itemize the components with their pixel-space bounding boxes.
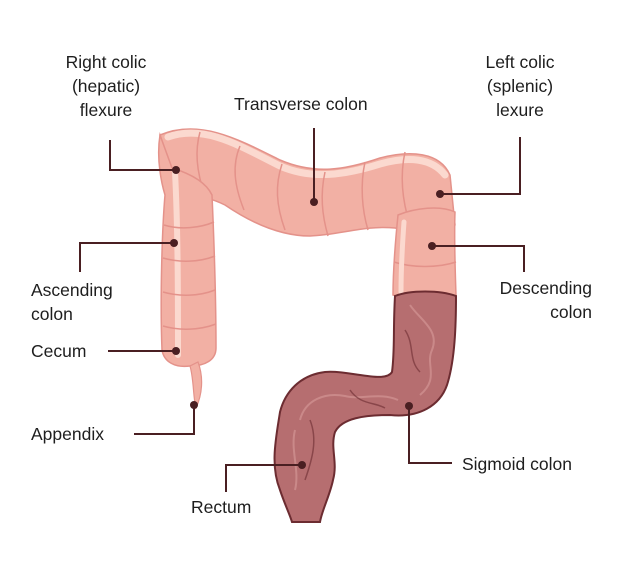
line-ascending [79,242,174,272]
label-appendix: Appendix [31,424,104,444]
label-line: (hepatic) [71,76,141,96]
marker-dots [170,166,444,469]
label-transverse-colon: Transverse colon [234,94,368,114]
label-line: Descending [499,278,592,298]
label-line: Left colic [485,52,555,72]
descending-colon [392,207,457,300]
label-line: colon [31,304,73,324]
label-ascending-colon: Ascending colon [31,278,113,326]
label-left-colic-flexure: Left colic (splenic) lexure [460,50,580,122]
line-appendix [134,405,195,435]
label-line: flexure [79,100,133,120]
label-cecum: Cecum [31,341,87,361]
line-sigmoid [408,406,452,464]
label-rectum: Rectum [191,497,252,517]
line-right-flexure [109,140,176,171]
label-line: Ascending [31,280,113,300]
label-line: colon [550,302,592,322]
appendix [189,361,203,410]
line-rectum [225,464,302,492]
sigmoid-colon [273,290,458,523]
label-line: Right colic [65,52,147,72]
label-right-colic-flexure: Right colic (hepatic) flexure [44,50,168,122]
ascending-colon [157,132,217,368]
label-sigmoid-colon: Sigmoid colon [462,454,572,474]
label-line: lexure [496,100,544,120]
transverse-colon [159,128,456,237]
label-line: (splenic) [486,76,554,96]
label-descending-colon: Descending colon [470,276,592,324]
line-left-flexure [440,137,521,195]
leader-lines [79,128,525,492]
line-descending [432,245,525,272]
